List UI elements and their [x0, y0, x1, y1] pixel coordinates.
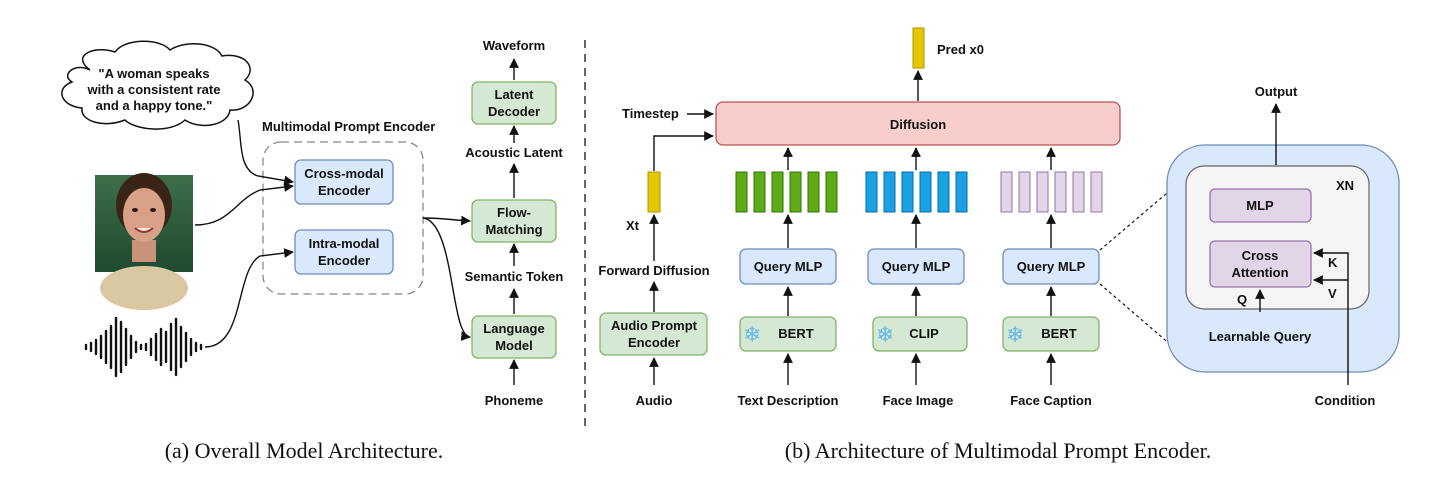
svg-text:Query MLP: Query MLP	[1017, 259, 1086, 274]
encoder-group-label: Multimodal Prompt Encoder	[262, 119, 435, 134]
learnable-query-label: Learnable Query	[1209, 329, 1312, 344]
diffusion-block: Diffusion	[715, 101, 1121, 146]
svg-text:Latent: Latent	[495, 87, 535, 102]
mlp-label: MLP	[1246, 198, 1274, 213]
svg-text:Encoder: Encoder	[628, 335, 680, 350]
flow-matching: Flow- Matching	[471, 199, 557, 243]
svg-text:BERT: BERT	[778, 326, 813, 341]
language-model: Language Model	[471, 315, 557, 359]
query-mlp-face: Query MLP	[867, 248, 965, 285]
intra-modal-encoder: Intra-modal Encoder	[294, 229, 394, 275]
wave-to-intra-arrow	[204, 248, 294, 348]
caption-b: (b) Architecture of Multimodal Prompt En…	[785, 438, 1211, 463]
snowflake-icon: ❄	[743, 322, 761, 347]
query-mlp-text: Query MLP	[739, 248, 837, 285]
svg-text:Query MLP: Query MLP	[882, 259, 951, 274]
svg-text:Diffusion: Diffusion	[890, 117, 946, 132]
svg-text:Decoder: Decoder	[488, 104, 540, 119]
bert-encoder-caption: ❄ BERT	[1002, 316, 1100, 352]
svg-text:Matching: Matching	[485, 222, 542, 237]
output-label: Output	[1255, 84, 1298, 99]
svg-text:Language: Language	[483, 321, 544, 336]
latent-decoder: Latent Decoder	[471, 81, 557, 125]
snowflake-icon: ❄	[1006, 322, 1024, 347]
caption-a: (a) Overall Model Architecture.	[165, 438, 444, 463]
svg-text:Encoder: Encoder	[318, 253, 370, 268]
acoustic-latent-label: Acoustic Latent	[465, 145, 563, 160]
audio-prompt-encoder: Audio Prompt Encoder	[599, 312, 708, 356]
query-mlp-detail: XN MLP Cross Attention	[1166, 144, 1400, 373]
waveform-icon	[84, 316, 203, 378]
svg-text:Intra-modal: Intra-modal	[309, 236, 380, 251]
v-label: V	[1328, 286, 1337, 301]
bubble-line-1: "A woman speaks	[98, 66, 209, 81]
caption-token-row	[1000, 171, 1103, 213]
svg-text:CLIP: CLIP	[909, 326, 939, 341]
condition-label: Condition	[1315, 393, 1376, 408]
clip-encoder: ❄ CLIP	[872, 316, 968, 352]
snowflake-icon: ❄	[876, 322, 894, 347]
face-token-row	[865, 171, 968, 213]
svg-text:Audio Prompt: Audio Prompt	[611, 318, 698, 333]
face-caption-label: Face Caption	[1010, 393, 1092, 408]
face-image-label: Face Image	[883, 393, 954, 408]
pred-x0-label: Pred x0	[937, 42, 984, 57]
k-label: K	[1328, 255, 1338, 270]
audio-label: Audio	[636, 393, 673, 408]
text-description-label: Text Description	[738, 393, 839, 408]
speech-bubble: "A woman speaks with a consistent rate a…	[61, 40, 254, 130]
q-label: Q	[1237, 292, 1247, 307]
timestep-label: Timestep	[622, 106, 679, 121]
face-image	[95, 173, 193, 310]
svg-text:Query MLP: Query MLP	[754, 259, 823, 274]
svg-text:Cross-modal: Cross-modal	[304, 166, 383, 181]
bert-encoder-text: ❄ BERT	[739, 316, 837, 352]
bubble-line-2: with a consistent rate	[87, 82, 221, 97]
svg-text:Encoder: Encoder	[318, 183, 370, 198]
bubble-line-3: and a happy tone."	[96, 98, 213, 113]
pred-x0-token	[912, 27, 925, 69]
cross-modal-encoder: Cross-modal Encoder	[294, 159, 394, 205]
semantic-token-label: Semantic Token	[465, 269, 564, 284]
svg-text:Model: Model	[495, 338, 533, 353]
bubble-to-cross-arrow	[237, 119, 294, 186]
svg-text:Flow-: Flow-	[497, 205, 531, 220]
svg-text:BERT: BERT	[1041, 326, 1076, 341]
cross-attention-line-2: Attention	[1231, 265, 1288, 280]
query-mlp-caption: Query MLP	[1002, 248, 1100, 285]
xn-label: XN	[1336, 178, 1354, 193]
xt-label: Xt	[626, 218, 640, 233]
face-to-cross-arrow	[194, 182, 294, 226]
waveform-label: Waveform	[483, 38, 545, 53]
phoneme-label: Phoneme	[485, 393, 544, 408]
cross-attention-line-1: Cross	[1242, 248, 1279, 263]
xt-token	[647, 171, 661, 213]
forward-diffusion-label: Forward Diffusion	[598, 263, 709, 278]
text-token-row	[735, 171, 838, 213]
